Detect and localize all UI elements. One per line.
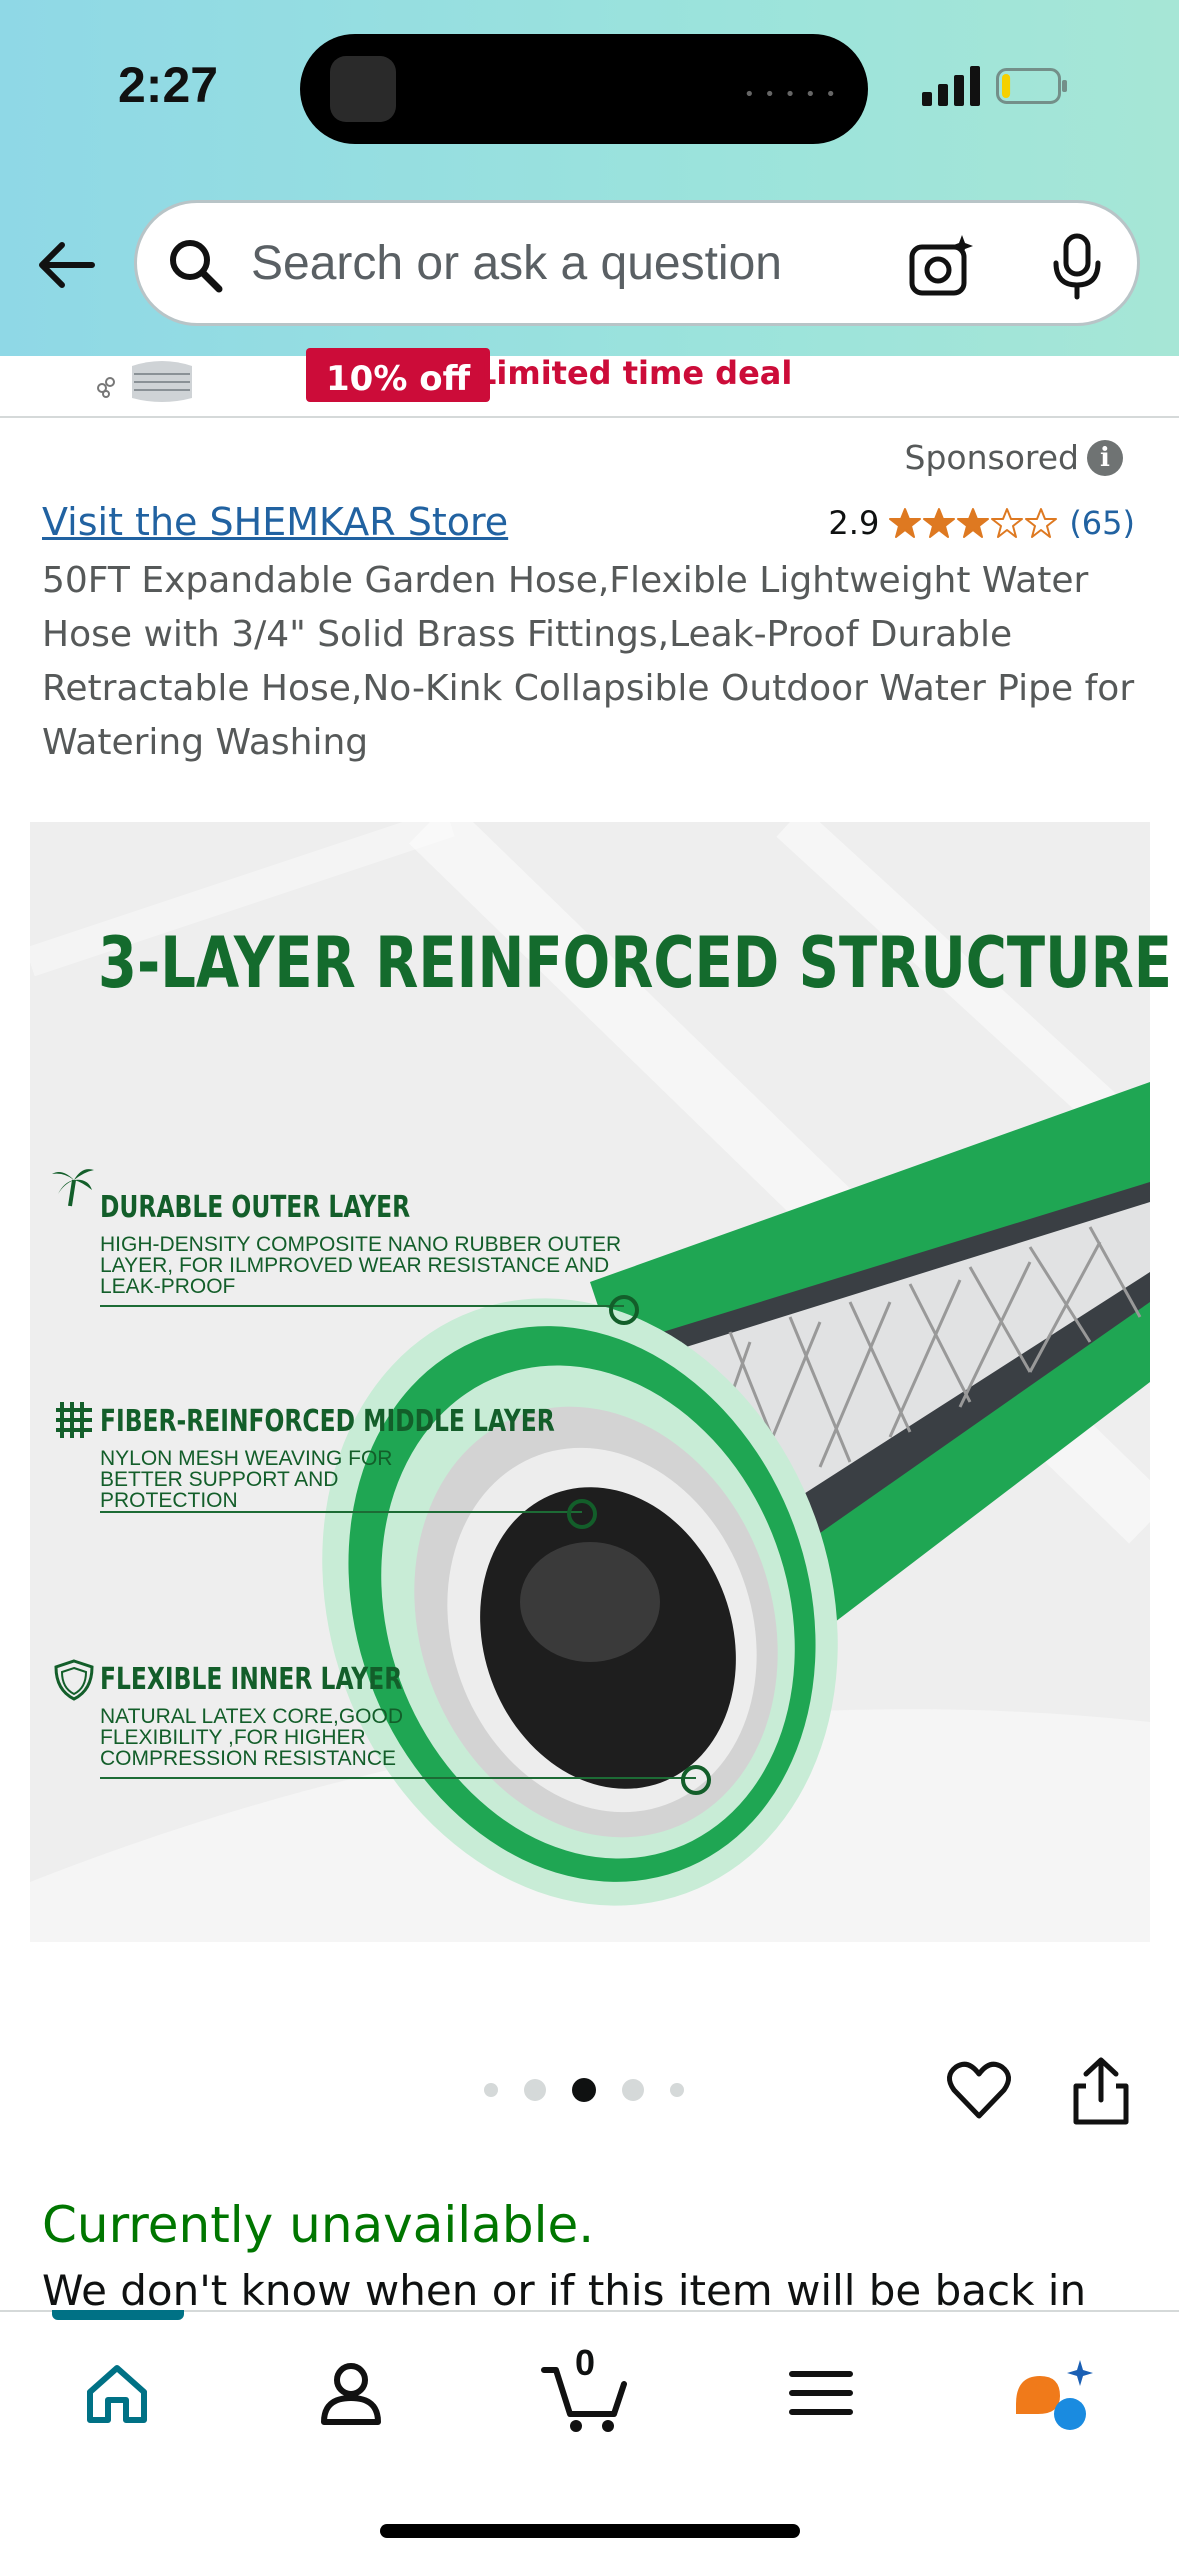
product-image[interactable]: 3-LAYER REINFORCED STRUCTURE DURABLE OUT… — [25, 800, 1172, 1942]
island-indicator-dots: • • • • • — [744, 84, 838, 105]
deal-label: Limited time deal — [476, 354, 793, 392]
layer-desc-inner: NATURAL LATEX CORE,GOOD FLEXIBILITY ,FOR… — [100, 1705, 403, 1770]
star-icon — [889, 508, 922, 538]
star-icon — [991, 508, 1024, 538]
rating-count-link[interactable]: (65) — [1069, 504, 1135, 542]
camera-search-icon[interactable] — [907, 233, 977, 299]
bottom-nav: 0 — [0, 2310, 1179, 2558]
layer-title-outer: DURABLE OUTER LAYER — [100, 1190, 411, 1225]
hose-illustration — [25, 800, 1171, 1942]
image-carousel-dots[interactable] — [484, 2078, 684, 2102]
star-icon — [957, 508, 990, 538]
home-icon[interactable] — [72, 2348, 162, 2438]
heart-icon[interactable] — [946, 2058, 1012, 2124]
shield-icon — [54, 1659, 94, 1701]
layer-title-middle: FIBER-REINFORCED MIDDLE LAYER — [100, 1404, 555, 1439]
cart-count: 0 — [574, 2342, 596, 2383]
carousel-dot[interactable] — [622, 2079, 644, 2101]
deal-product-thumbnail — [97, 361, 192, 402]
visit-store-link[interactable]: Visit the SHEMKAR Store — [42, 500, 509, 544]
mesh-icon — [56, 1402, 92, 1438]
account-icon[interactable] — [306, 2348, 396, 2438]
now-playing-thumbnail — [330, 56, 396, 122]
product-title: 50FT Expandable Garden Hose,Flexible Lig… — [42, 560, 1135, 763]
rufus-icon[interactable] — [1008, 2348, 1098, 2438]
star-icon — [923, 508, 956, 538]
carousel-dot[interactable] — [484, 2083, 498, 2097]
availability-status: Currently unavailable. — [42, 2196, 595, 2254]
deal-strip[interactable]: 10% off Limited time deal — [0, 348, 1179, 418]
search-input[interactable] — [249, 203, 873, 325]
carousel-dot[interactable] — [670, 2083, 684, 2097]
microphone-icon[interactable] — [1049, 233, 1105, 301]
signal-icon — [922, 66, 980, 106]
menu-icon[interactable] — [776, 2348, 866, 2438]
share-icon[interactable] — [1070, 2056, 1132, 2126]
star-rating — [889, 507, 1058, 539]
rating-summary[interactable]: 2.9 (65) — [828, 504, 1135, 542]
cart-button[interactable]: 0 — [540, 2342, 630, 2438]
availability-note: We don't know when or if this item will … — [42, 2266, 1087, 2315]
back-arrow-icon[interactable] — [32, 230, 102, 300]
active-tab-indicator — [52, 2310, 184, 2320]
dynamic-island: • • • • • — [300, 34, 868, 144]
layer-title-inner: FLEXIBLE INNER LAYER — [100, 1662, 403, 1697]
star-icon — [1025, 508, 1058, 538]
rating-value: 2.9 — [828, 504, 880, 542]
sponsored-text: Sponsored — [904, 438, 1079, 477]
layer-desc-outer: HIGH-DENSITY COMPOSITE NANO RUBBER OUTER… — [100, 1233, 622, 1298]
carousel-dot[interactable] — [524, 2079, 546, 2101]
info-icon[interactable]: i — [1087, 439, 1123, 476]
search-icon[interactable] — [165, 235, 225, 295]
layer-desc-middle: NYLON MESH WEAVING FOR BETTER SUPPORT AN… — [100, 1447, 393, 1512]
cart-icon — [541, 2367, 627, 2432]
status-bar: 2:27 • • • • • — [0, 0, 1179, 356]
carousel-dot-active[interactable] — [572, 2078, 596, 2102]
status-time: 2:27 — [118, 57, 219, 113]
home-indicator — [380, 2524, 800, 2538]
discount-badge: 10% off — [306, 348, 491, 402]
search-bar[interactable] — [134, 200, 1140, 326]
palm-tree-icon — [52, 1169, 94, 1207]
image-headline: 3-LAYER REINFORCED STRUCTURE — [98, 922, 1172, 1004]
battery-icon — [996, 68, 1067, 104]
sponsored-label[interactable]: Sponsored i — [905, 438, 1123, 477]
